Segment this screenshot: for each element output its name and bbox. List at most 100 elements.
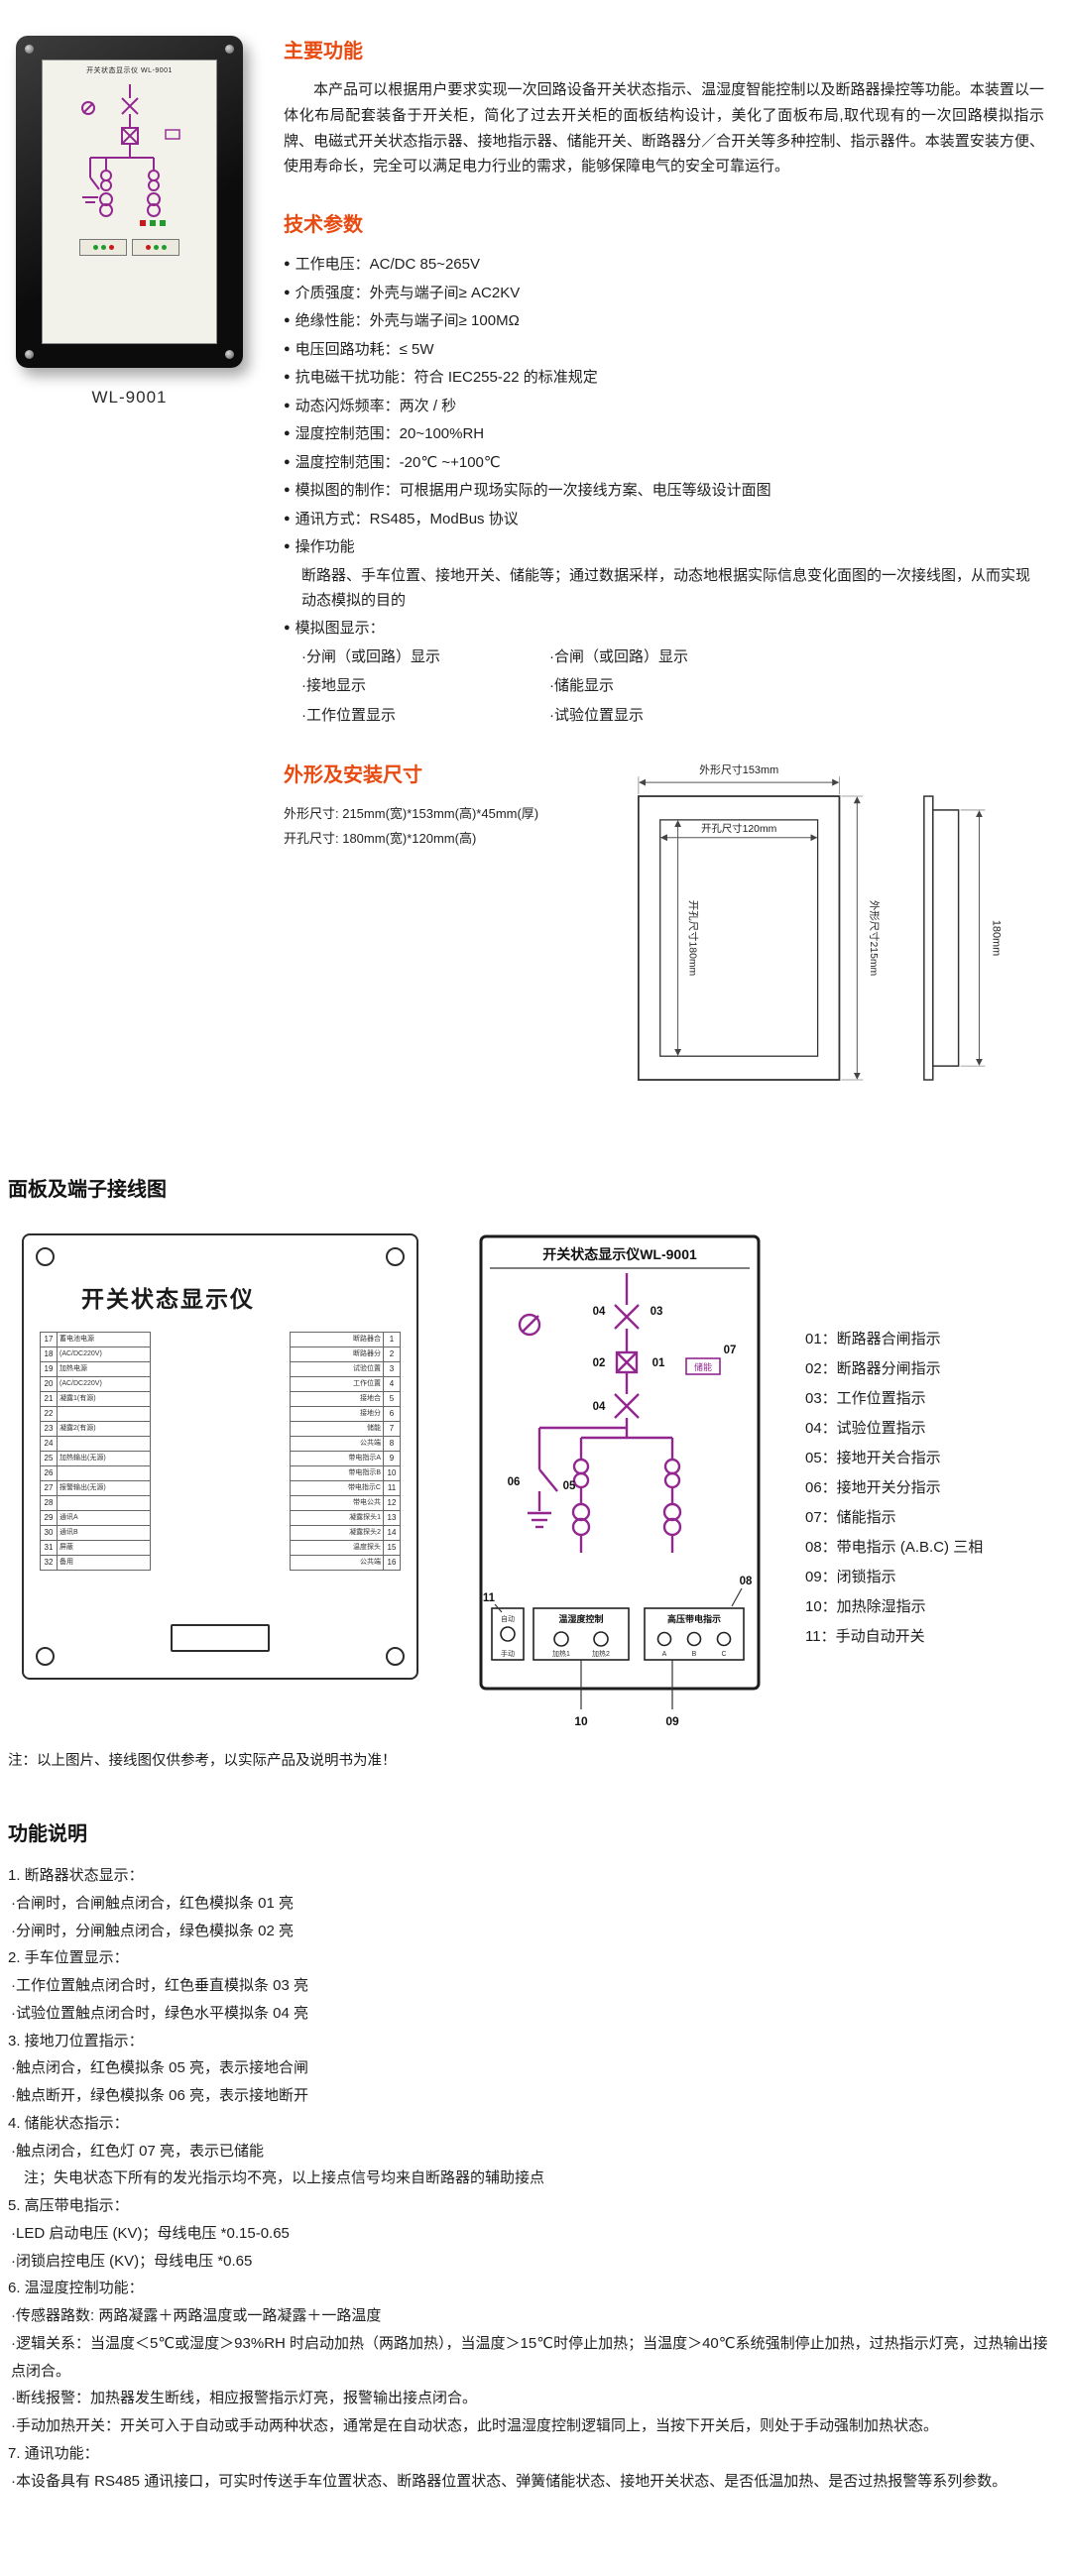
terminal-label: 凝露探头1 [290,1509,383,1526]
terminal-label: 接地合 [290,1390,383,1407]
feature-row: ·触点断开，绿色模拟条 06 亮，表示接地断开 [11,2087,309,2105]
feature-row: 1. 断路器状态显示： [8,1867,144,1885]
terminal-label [58,1494,151,1511]
section-title-wiring: 面板及端子接线图 [8,1178,167,1201]
terminal-label: 带电指示A [290,1450,383,1466]
dim-label-side: 180mm [990,920,1002,956]
terminal-number: 10 [383,1464,401,1481]
screw-icon [225,350,234,359]
mimic-display-heading-label: 模拟图显示： [295,619,385,637]
phase-c-label: C [721,1651,726,1658]
terminal-number: 19 [40,1360,58,1377]
mimic-display-item: ·试验位置显示 [549,706,644,724]
product-photo: 开关状态显示仪 WL-9001 [16,36,243,368]
svg-text:10: 10 [574,1714,588,1728]
mounting-hole-icon [36,1246,55,1266]
terminal-row: 3 试验位置 [290,1360,401,1377]
terminal-number: 22 [40,1405,58,1422]
terminal-number: 5 [383,1390,401,1407]
terminal-row: 11 带电指示C [290,1479,401,1496]
svg-text:02: 02 [593,1357,606,1369]
callout-item: 08：带电指示 (A.B.C) 三相 [805,1538,984,1556]
terminal-number: 8 [383,1435,401,1452]
dim-label-top-outer: 外形尺寸153mm [699,762,778,776]
terminal-label: 试验位置 [290,1360,383,1377]
product-photo-column: 开关状态显示仪 WL-9001 [16,36,284,1126]
terminal-number: 24 [40,1435,58,1452]
terminal-row: 1 断路器合 [290,1331,401,1347]
dimension-drawing: 外形尺寸153mm 开孔尺寸120mm 开孔尺寸180mm 外形尺寸215mm … [637,762,1002,1081]
feature-row: 4. 储能状态指示： [8,2114,129,2132]
callout-item: 01：断路器合闸指示 [805,1330,941,1347]
front-view-outline [637,795,841,1081]
operation-function-note: 断路器、手车位置、接地开关、储能等；通过数据采样，动态地根据实际信息变化面图的一… [301,566,1031,610]
terminal-row: 29 通讯A [40,1509,151,1526]
terminal-row: 19 加热电源 [40,1360,151,1377]
hv-box-label: 高压带电指示 [667,1613,721,1624]
terminal-label: 通讯B [58,1524,151,1541]
tech-param-item: 介质强度：外壳与端子间≥ AC2KV [284,280,1044,308]
mimic-display-item: ·合闸（或回路）显示 [549,648,688,666]
mounting-hole-icon [386,1246,405,1266]
terminal-row: 18 (AC/DC220V) [40,1346,151,1362]
control-boxes [491,1607,745,1661]
feature-row: ·闭锁启控电压 (KV)；母线电压 *0.65 [11,2252,253,2270]
callout-item: 07：储能指示 [805,1508,896,1526]
terminal-label: 公共端 [290,1435,383,1452]
feature-row: ·传感器路数: 两路凝露＋两路温度或一路凝露＋一路温度 [11,2307,382,2325]
terminal-label: 屏蔽 [58,1539,151,1556]
terminal-row: 10 带电指示B [290,1464,401,1481]
tech-param-item: 通讯方式：RS485，ModBus 协议 [284,506,1044,534]
terminal-row: 4 工作位置 [290,1375,401,1392]
svg-text:07: 07 [724,1345,737,1356]
terminal-label: 凝露1(有源) [58,1390,151,1407]
tech-param-item: 工作电压：AC/DC 85~265V [284,251,1044,280]
mimic-display-grid: ·分闸（或回路）显示·合闸（或回路）显示·接地显示·储能显示·工作位置显示·试验… [284,643,1044,730]
terminal-row: 28 [40,1494,151,1511]
terminal-number: 18 [40,1346,58,1362]
dimensions-text: 外形及安装尺寸 外形尺寸: 215mm(宽)*153mm(高)*45mm(厚) … [284,760,621,1126]
section-title-main-functions: 主要功能 [284,41,363,62]
terminal-number: 12 [383,1494,401,1511]
terminal-row: 8 公共端 [290,1435,401,1452]
terminal-row: 9 带电指示A [290,1450,401,1466]
terminal-row: 30 通讯B [40,1524,151,1541]
terminal-label: 报警输出(无源) [58,1479,151,1496]
terminal-number: 9 [383,1450,401,1466]
terminal-number: 20 [40,1375,58,1392]
callout-item: 03：工作位置指示 [805,1389,926,1407]
terminal-label: 工作位置 [290,1375,383,1392]
terminal-label: (AC/DC220V) [58,1375,151,1392]
front-panel-outline [479,1234,761,1691]
terminal-label: 断路器分 [290,1346,383,1362]
features-section: 功能说明 1. 断路器状态显示：·合闸时，合闸触点闭合，红色模拟条 01 亮·分… [0,1818,1066,2495]
dim-label-top-inner: 开孔尺寸120mm [701,822,776,835]
terminal-label: 凝露探头2 [290,1524,383,1541]
terminal-row: 20 (AC/DC220V) [40,1375,151,1392]
terminal-number: 23 [40,1420,58,1437]
terminal-row: 31 屏蔽 [40,1539,151,1556]
tech-param-item: 抗电磁干扰功能：符合 IEC255-22 的标准规定 [284,364,1044,393]
terminal-row: 17 蓄电池电源 [40,1331,151,1347]
terminal-number: 15 [383,1539,401,1556]
terminal-row: 23 凝露2(有源) [40,1420,151,1437]
screw-icon [225,45,234,54]
device-control-box [132,239,179,257]
terminal-number: 32 [40,1554,58,1571]
mimic-display-item: ·接地显示 [301,677,366,695]
svg-text:05: 05 [563,1480,576,1492]
svg-text:06: 06 [508,1476,521,1488]
reference-note: 注：以上图片、接线图仅供参考，以实际产品及说明书为准！ [8,1752,397,1769]
svg-text:09: 09 [665,1714,679,1728]
dim-label-left-inner: 开孔尺寸180mm [687,900,700,976]
feature-row: 注；失电状态下所有的发光指示均不亮，以上接点信号均来自断路器的辅助接点 [24,2169,545,2187]
terminal-number: 28 [40,1494,58,1511]
tech-param-item: 操作功能 [284,533,1044,562]
feature-row: 6. 温湿度控制功能： [8,2280,144,2297]
terminal-number: 17 [40,1331,58,1347]
terminal-number: 25 [40,1450,58,1466]
feature-row: ·触点闭合，红色灯 07 亮，表示已储能 [11,2142,265,2160]
device-screen: 开关状态显示仪 WL-9001 [42,59,217,344]
svg-text:04: 04 [593,1306,606,1318]
terminal-label: 蓄电池电源 [58,1331,151,1347]
